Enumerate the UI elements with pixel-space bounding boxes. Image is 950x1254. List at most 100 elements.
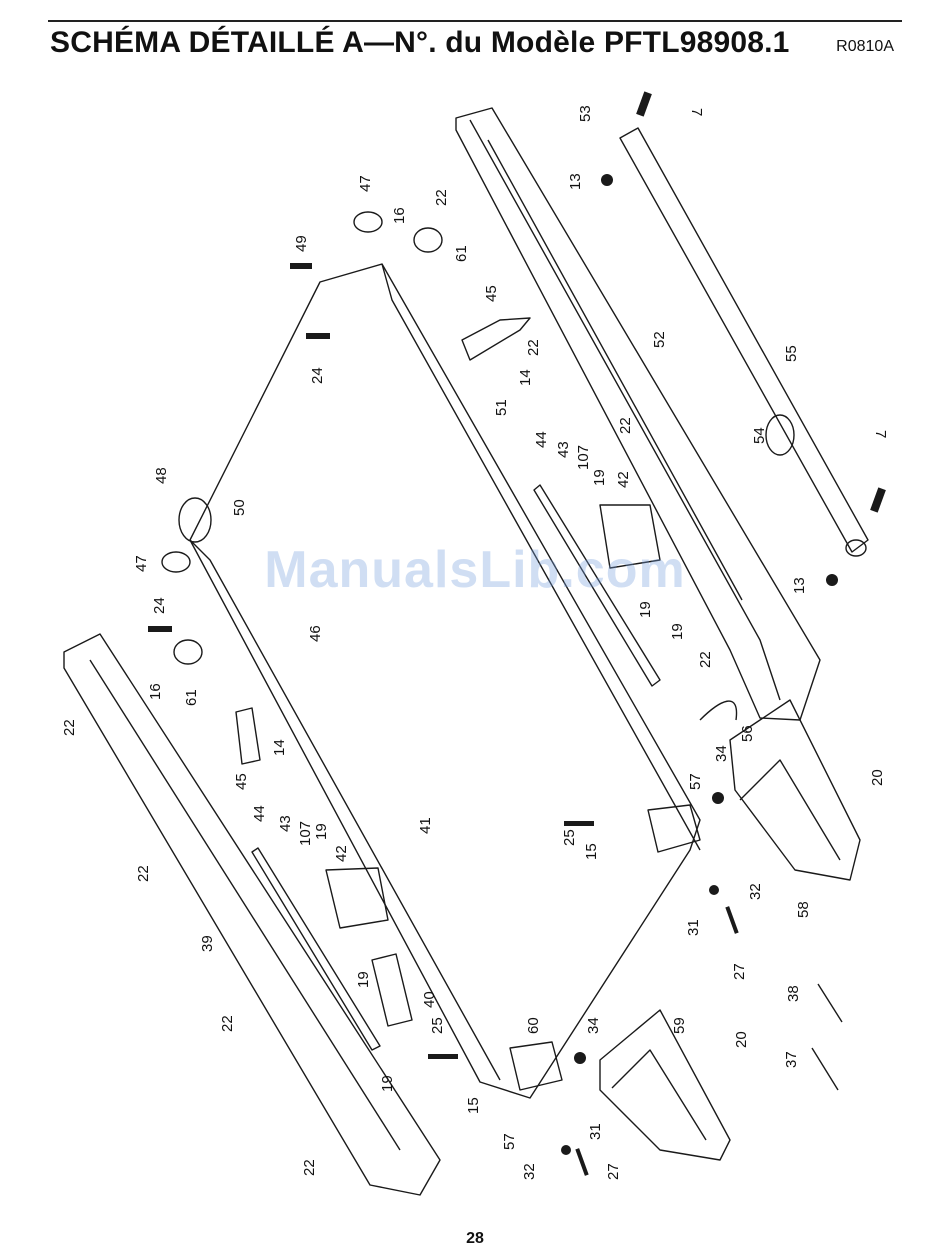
callout-25: 25 <box>561 829 578 846</box>
callout-20: 20 <box>869 769 886 786</box>
callout-22: 22 <box>61 719 78 736</box>
callout-57: 57 <box>687 773 704 790</box>
bolt-24-top <box>306 333 330 339</box>
bolt-49 <box>290 263 312 269</box>
callouts: 7 53 13 22 47 16 61 49 45 22 52 55 24 14… <box>61 105 889 1180</box>
callout-61: 61 <box>453 245 470 262</box>
callout-14: 14 <box>271 739 288 756</box>
wrench-38 <box>818 984 842 1022</box>
callout-32: 32 <box>521 1163 538 1180</box>
callout-22: 22 <box>433 189 450 206</box>
callout-22: 22 <box>697 651 714 668</box>
callout-19: 19 <box>591 469 608 486</box>
callout-22: 22 <box>617 417 634 434</box>
hood-59-inner <box>612 1050 706 1140</box>
callout-52: 52 <box>651 331 668 348</box>
callout-31: 31 <box>587 1123 604 1140</box>
callout-107: 107 <box>297 821 314 846</box>
callout-32: 32 <box>747 883 764 900</box>
callout-14: 14 <box>517 369 534 386</box>
callout-60: 60 <box>525 1017 542 1034</box>
right-rail <box>456 108 820 720</box>
bolt-7-top <box>636 91 652 116</box>
deck-left-edge <box>190 540 500 1080</box>
callout-16: 16 <box>147 683 164 700</box>
callout-44: 44 <box>533 431 550 448</box>
bolt-27-left <box>575 1148 588 1176</box>
bolt-25-right <box>564 821 594 826</box>
nut-13-top <box>601 174 613 186</box>
cushion-left <box>326 868 388 928</box>
deck-frame <box>190 264 700 1098</box>
callout-19: 19 <box>355 971 372 988</box>
cushion-strip-left <box>252 848 380 1050</box>
callout-43: 43 <box>277 815 294 832</box>
decal-40 <box>372 954 412 1026</box>
left-rail <box>64 634 440 1195</box>
washer-34-right <box>712 792 724 804</box>
spacer-61-top <box>414 228 442 252</box>
callout-34: 34 <box>713 745 730 762</box>
callout-48: 48 <box>153 467 170 484</box>
callout-58: 58 <box>795 901 812 918</box>
hood-59 <box>600 1010 730 1160</box>
callout-15: 15 <box>465 1097 482 1114</box>
callout-20: 20 <box>733 1031 750 1048</box>
callout-25: 25 <box>429 1017 446 1034</box>
callout-27: 27 <box>731 963 748 980</box>
callout-42: 42 <box>615 471 632 488</box>
callout-7: 7 <box>872 430 889 438</box>
washer-34-left <box>574 1052 586 1064</box>
wrench-37 <box>812 1048 838 1090</box>
callout-16: 16 <box>391 207 408 224</box>
callout-13: 13 <box>567 173 584 190</box>
callout-41: 41 <box>417 817 434 834</box>
callout-45: 45 <box>233 773 250 790</box>
left-rail-inner <box>90 660 400 1150</box>
callout-15: 15 <box>583 843 600 860</box>
callout-57: 57 <box>501 1133 518 1150</box>
washer-32-right <box>709 885 719 895</box>
callout-49: 49 <box>293 235 310 252</box>
pulley-47-right <box>354 212 382 232</box>
bolt-7-bottom <box>870 487 886 512</box>
callout-45: 45 <box>483 285 500 302</box>
callout-46: 46 <box>307 625 324 642</box>
roller-sleeve <box>766 415 794 455</box>
callout-44: 44 <box>251 805 268 822</box>
callout-51: 51 <box>493 399 510 416</box>
bolt-25-left <box>428 1054 458 1059</box>
callout-39: 39 <box>199 935 216 952</box>
callout-24: 24 <box>309 367 326 384</box>
front-roller-end <box>179 498 211 542</box>
callout-54: 54 <box>751 427 768 444</box>
callout-19: 19 <box>313 823 330 840</box>
foot-left <box>510 1042 562 1090</box>
callout-50: 50 <box>231 499 248 516</box>
callout-55: 55 <box>783 345 800 362</box>
callout-7: 7 <box>688 108 705 116</box>
page-number: 28 <box>0 1230 950 1248</box>
callout-40: 40 <box>421 991 438 1008</box>
callout-22: 22 <box>219 1015 236 1032</box>
bolt-27-right <box>725 906 738 934</box>
callout-47: 47 <box>357 175 374 192</box>
ground-wire-56 <box>700 701 737 720</box>
callout-42: 42 <box>333 845 350 862</box>
callout-56: 56 <box>739 725 756 742</box>
callout-43: 43 <box>555 441 572 458</box>
right-rail-inner <box>470 120 780 700</box>
bolt-24-bottom <box>148 626 172 632</box>
callout-34: 34 <box>585 1017 602 1034</box>
callout-19: 19 <box>379 1075 396 1092</box>
callout-61: 61 <box>183 689 200 706</box>
callout-38: 38 <box>785 985 802 1002</box>
callout-19: 19 <box>637 601 654 618</box>
spacer-61-bottom <box>174 640 202 664</box>
callout-31: 31 <box>685 919 702 936</box>
callout-19: 19 <box>669 623 686 640</box>
bracket-right <box>462 318 530 360</box>
callout-22: 22 <box>301 1159 318 1176</box>
callout-59: 59 <box>671 1017 688 1034</box>
